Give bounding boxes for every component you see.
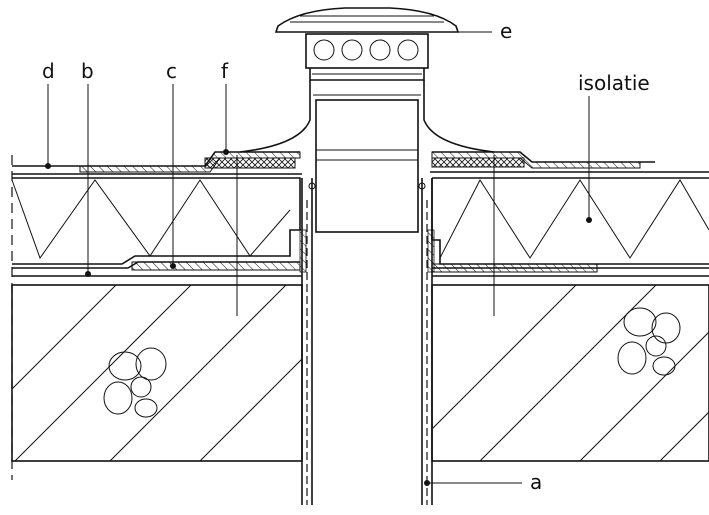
- label-f: f: [221, 59, 229, 83]
- vent-pipe: [239, 7, 495, 505]
- label-isolatie: isolatie: [578, 71, 650, 95]
- label-e: e: [500, 19, 512, 43]
- right-roof-buildup: [430, 151, 709, 462]
- label-b: b: [81, 59, 94, 83]
- annotations: d b c f e isolatie a: [42, 19, 650, 494]
- label-d: d: [42, 59, 55, 83]
- label-a: a: [530, 470, 542, 494]
- left-roof-buildup: [11, 151, 303, 462]
- label-c: c: [166, 59, 177, 83]
